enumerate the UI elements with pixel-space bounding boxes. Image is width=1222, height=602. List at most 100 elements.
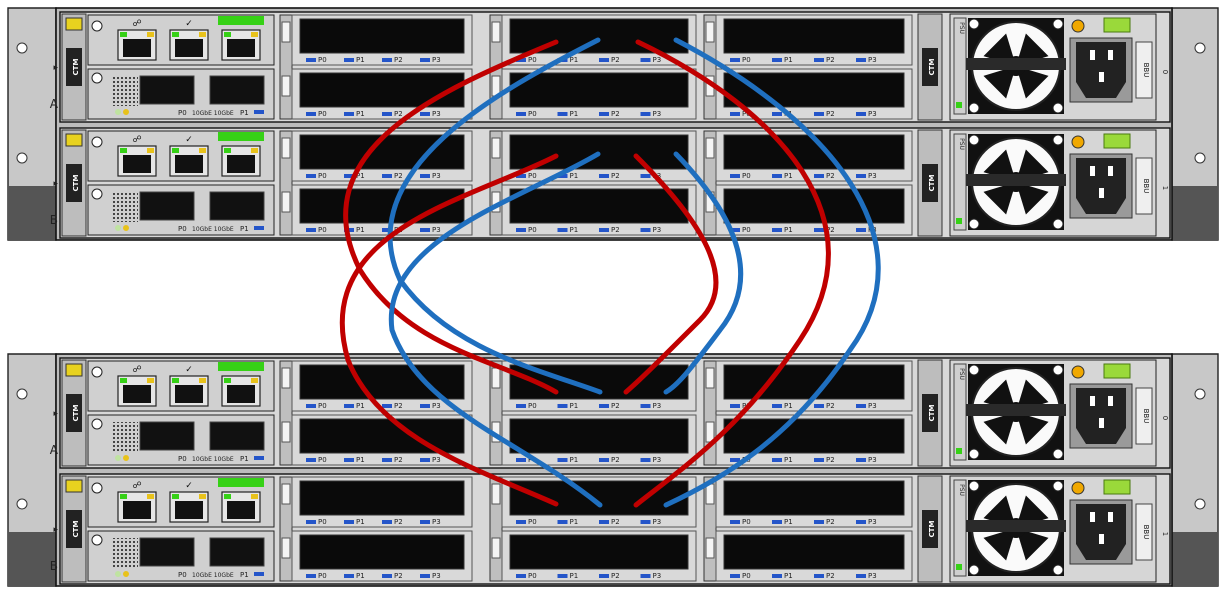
pull-tab (281, 75, 291, 97)
fan-blade (1016, 379, 1049, 412)
pull-tab (491, 137, 501, 159)
port-indicator (640, 58, 651, 62)
port-indicator (344, 58, 354, 62)
port-indicator (254, 226, 264, 230)
blue-cable (663, 151, 744, 395)
port-label: P3 (868, 172, 877, 180)
port-label: P0 (528, 110, 537, 118)
ctm-label: CTM (72, 521, 80, 538)
lock-icon (1071, 19, 1085, 33)
cable-group (339, 37, 881, 508)
psu-led (956, 102, 962, 108)
port-indicator (814, 574, 824, 578)
port-label: P3 (868, 402, 877, 410)
pull-tab (281, 483, 291, 505)
ac-pin (1099, 534, 1104, 544)
thumbscrew-icon (1052, 102, 1064, 114)
fan-blade (1016, 412, 1049, 445)
wrench-icon: ✓ (185, 365, 193, 375)
red-cable (633, 39, 831, 508)
fan-blade (983, 495, 1016, 528)
fan-blade (1016, 495, 1049, 528)
ac-inlet (1076, 158, 1126, 214)
port-indicator (254, 572, 264, 576)
port-indicator (599, 520, 609, 524)
port-indicator (557, 228, 568, 232)
fan-blade (983, 33, 1016, 66)
activity-led (199, 494, 206, 499)
card-slot (509, 72, 689, 108)
port-indicator (772, 228, 782, 232)
port-indicator (306, 112, 316, 116)
port-label: P3 (653, 56, 662, 64)
port-indicator (420, 58, 430, 62)
port-indicator (640, 574, 651, 578)
ctm-label: CTM (928, 405, 936, 422)
link-led (224, 378, 231, 383)
thumbscrew-icon (968, 364, 980, 376)
status-led-block (65, 363, 83, 377)
port-label: P1 (570, 110, 579, 118)
sfp-speed-label: 10GbE 10GbE (192, 572, 234, 579)
port-indicator (382, 58, 392, 62)
port-label: P2 (826, 56, 835, 64)
port-label: P3 (868, 110, 877, 118)
port-label: P3 (653, 456, 662, 464)
psu-led (956, 564, 962, 570)
port-label: P3 (432, 172, 441, 180)
port-indicator (420, 228, 430, 232)
activity-led (199, 378, 206, 383)
mount-hole (16, 498, 28, 510)
thumbscrew-icon (968, 448, 980, 460)
activity-led (251, 378, 258, 383)
thumbscrew-icon (91, 534, 103, 546)
port-indicator (344, 174, 354, 178)
psu-index-label: 1 (1161, 532, 1169, 536)
port-label: P3 (868, 518, 877, 526)
port-label: P2 (394, 518, 403, 526)
sfp-label-p0: P0 (178, 225, 187, 233)
mount-hole (16, 388, 28, 400)
port-label: P0 (528, 402, 537, 410)
rj45-socket (175, 385, 203, 403)
slot-arrow-icon: ▸ (53, 409, 58, 419)
pull-tab (705, 137, 715, 159)
bbu-module (1135, 41, 1153, 99)
rj45-socket (175, 39, 203, 57)
port-label: P2 (611, 172, 620, 180)
port-indicator (599, 58, 609, 62)
port-label: P0 (318, 572, 327, 580)
release-latch (1103, 133, 1131, 149)
ctm-label: CTM (72, 405, 80, 422)
port-indicator (516, 520, 526, 524)
release-latch (1103, 479, 1131, 495)
port-label: P1 (570, 456, 579, 464)
psu-index-label: 1 (1161, 186, 1169, 190)
port-label: P3 (432, 110, 441, 118)
port-indicator (856, 404, 866, 408)
port-label: P3 (653, 110, 662, 118)
sfp-label-p1: P1 (240, 571, 249, 579)
rj45-socket (123, 39, 151, 57)
serial-port-indicator (218, 478, 264, 487)
activity-led (251, 32, 258, 37)
link-led (120, 494, 127, 499)
port-indicator (856, 112, 866, 116)
port-indicator (344, 520, 354, 524)
port-indicator (730, 58, 740, 62)
port-label: P2 (394, 56, 403, 64)
activity-led (199, 148, 206, 153)
rj45-socket (175, 501, 203, 519)
serial-port-indicator (218, 132, 264, 141)
right-ear-shadow (1172, 186, 1218, 240)
thumbscrew-icon (968, 564, 980, 576)
thumbscrew-icon (91, 72, 103, 84)
port-label: P3 (653, 518, 662, 526)
port-label: P1 (356, 56, 365, 64)
port-indicator (814, 404, 824, 408)
port-label: P2 (394, 110, 403, 118)
port-indicator (856, 458, 866, 462)
port-label: P0 (318, 402, 327, 410)
ctm-latch (66, 394, 82, 432)
